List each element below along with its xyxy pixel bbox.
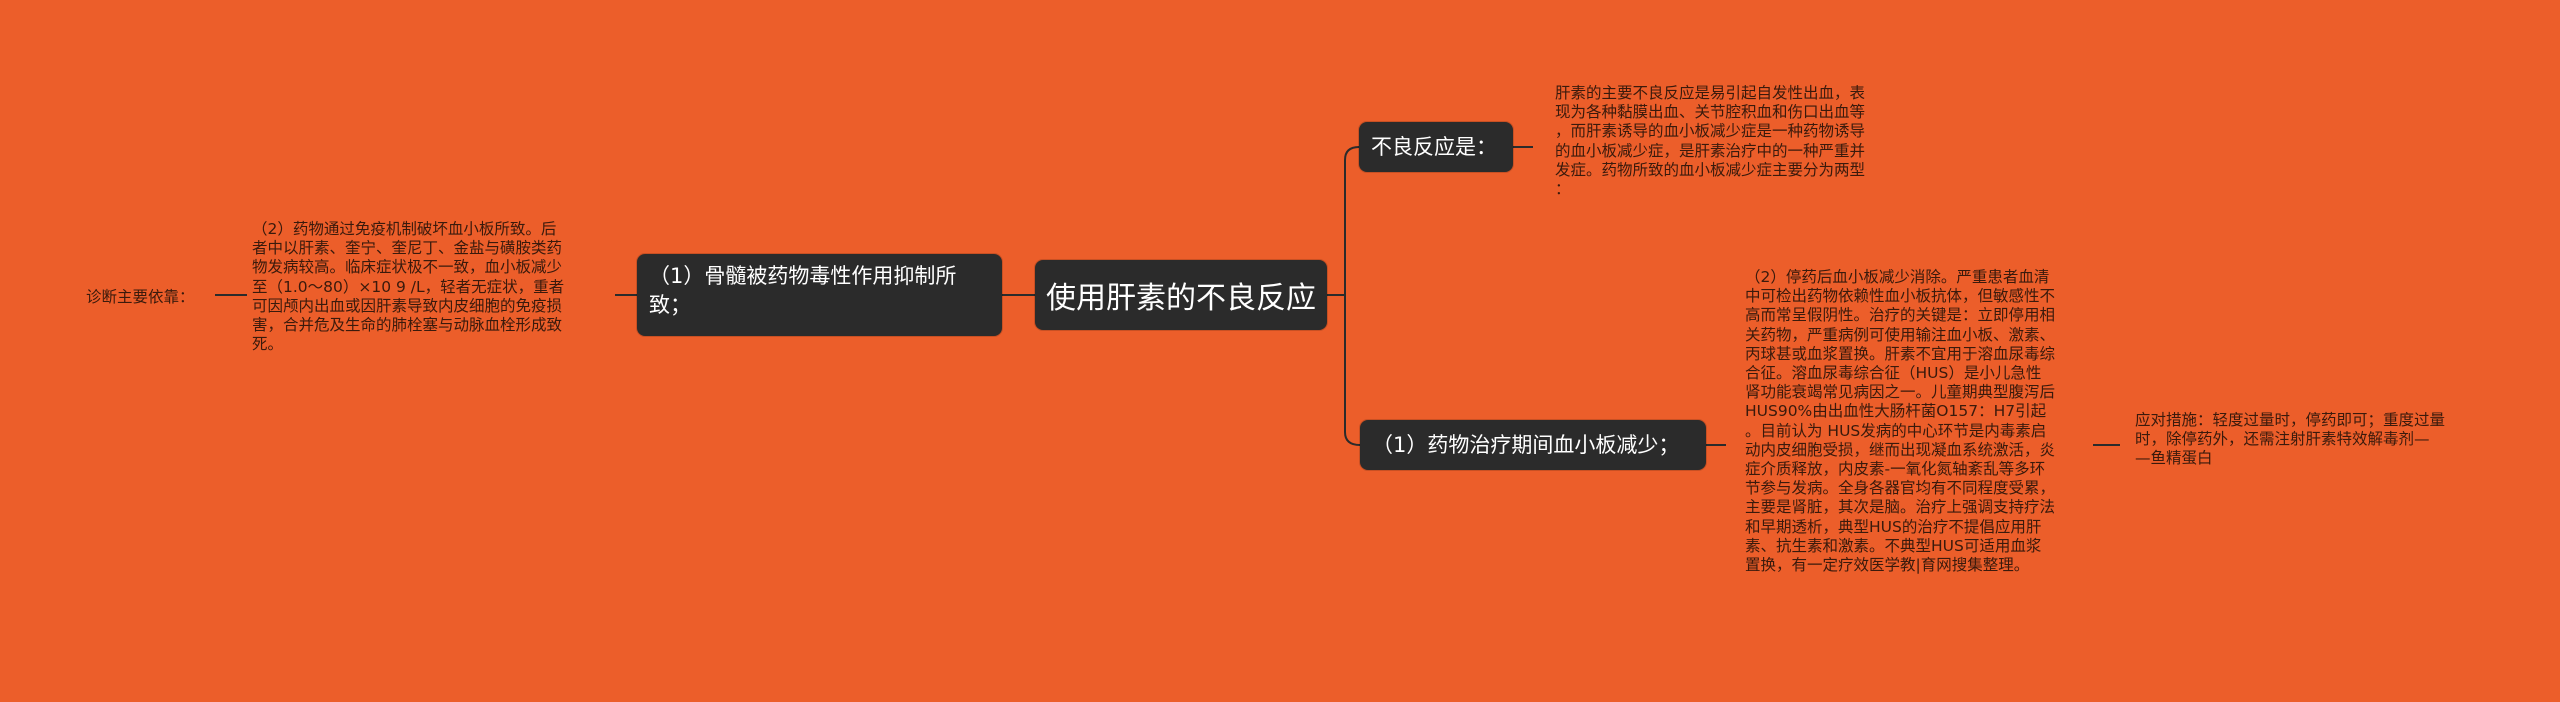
root-topic[interactable]: 使用肝素的不良反应 — [1035, 260, 1327, 330]
topic-thrombocytopenia-during-treatment[interactable]: （1）药物治疗期间血小板减少； — [1360, 420, 1706, 470]
note-after-withdrawal[interactable]: （2）停药后血小板减少消除。严重患者血清 中可检出药物依赖性血小板抗体，但敏感性… — [1745, 268, 2056, 575]
note-adverse-reaction[interactable]: 肝素的主要不良反应是易引起自发性出血，表 现为各种黏膜出血、关节腔积血和伤口出血… — [1555, 84, 1866, 199]
topic-bone-marrow-suppression-label: （1）骨髓被药物毒性作用抑制所致； — [649, 264, 957, 317]
topic-thrombocytopenia-during-treatment-label: （1）药物治疗期间血小板减少； — [1372, 432, 1680, 457]
connector-to-drug — [1344, 431, 1361, 446]
topic-adverse-reaction[interactable]: 不良反应是： — [1359, 122, 1513, 172]
note-countermeasures[interactable]: 应对措施：轻度过量时，停药即可；重度过量 时，除停药外，还需注射肝素特效解毒剂—… — [2135, 411, 2446, 468]
note-immune-mechanism[interactable]: （2）药物通过免疫机制破坏血小板所致。后 者中以肝素、奎宁、奎尼丁、金盐与磺胺类… — [252, 220, 565, 354]
note-diagnosis[interactable]: 诊断主要依靠： — [86, 288, 195, 306]
root-topic-label: 使用肝素的不良反应 — [1046, 281, 1316, 316]
topic-bone-marrow-suppression[interactable]: （1）骨髓被药物毒性作用抑制所致； — [637, 254, 1002, 336]
topic-adverse-reaction-label: 不良反应是： — [1371, 134, 1497, 159]
connector-to-adverse — [1344, 146, 1360, 161]
